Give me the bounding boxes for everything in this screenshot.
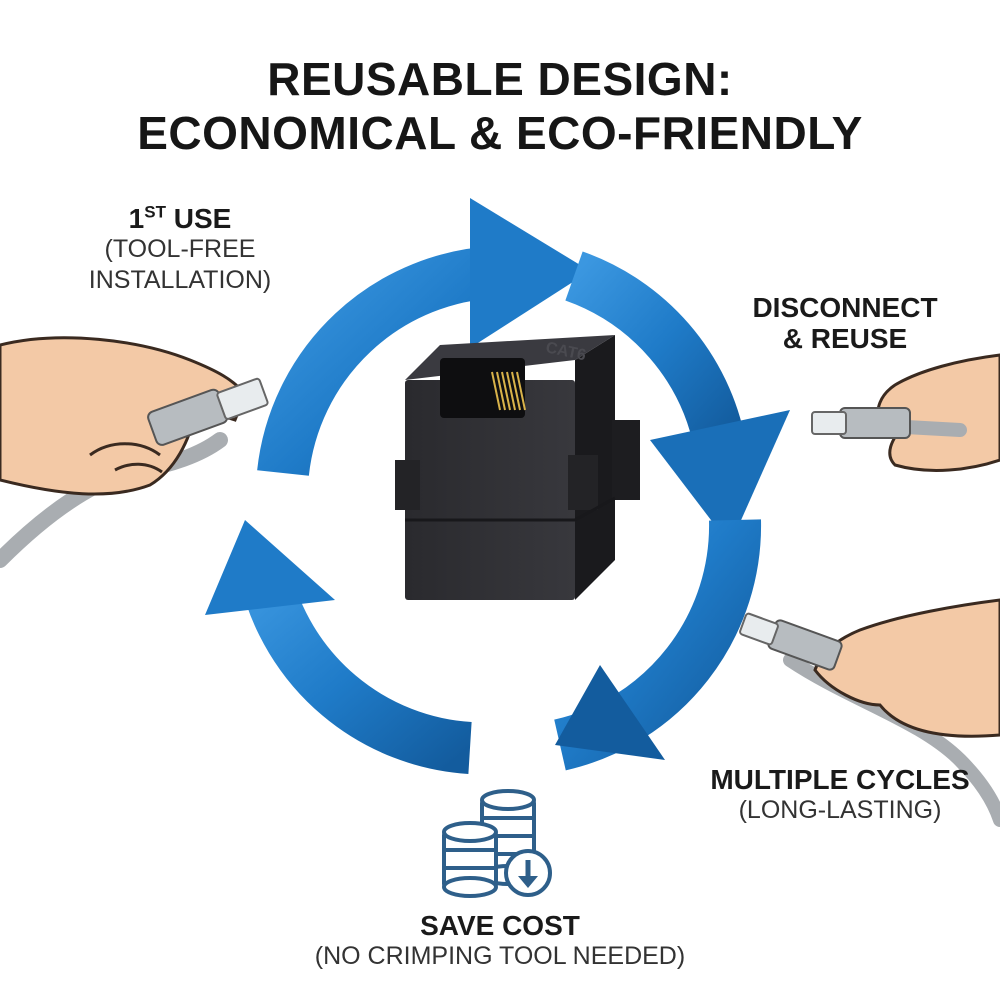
multiple-cycles-heading: MULTIPLE CYCLES — [710, 764, 970, 795]
rj45-plug-icon — [739, 612, 843, 671]
multiple-cycles-sub: (LONG-LASTING) — [738, 796, 942, 824]
first-use-sub-1: (TOOL-FREE — [104, 235, 256, 263]
first-use-heading: 1ST USE — [128, 202, 232, 234]
down-arrow-badge-icon — [504, 849, 552, 897]
save-cost-sub: (NO CRIMPING TOOL NEEDED) — [314, 942, 686, 970]
coin-stack-icon — [442, 789, 552, 898]
first-use-label: 1ST USE (TOOL-FREE INSTALLATION) — [20, 203, 340, 296]
save-cost-label: SAVE COST (NO CRIMPING TOOL NEEDED) — [250, 910, 750, 972]
title-line-1: REUSABLE DESIGN: — [267, 53, 733, 105]
cycle-arrow-top — [257, 198, 590, 477]
save-cost-heading: SAVE COST — [420, 910, 580, 941]
left-hand-icon — [0, 336, 269, 568]
cycle-arrows-icon — [205, 198, 790, 774]
cycle-arrow-bottom — [553, 519, 762, 771]
rj45-plug-icon — [147, 377, 269, 446]
cycle-arrow-left — [205, 520, 473, 774]
right-top-hand-icon — [811, 353, 1000, 472]
disconnect-line-1: DISCONNECT — [752, 292, 938, 323]
right-bottom-hand-icon — [739, 598, 1000, 827]
disconnect-label: DISCONNECT & REUSE — [700, 292, 990, 354]
title-line-2: ECONOMICAL & ECO-FRIENDLY — [137, 107, 863, 159]
disconnect-line-2: & REUSE — [782, 323, 908, 354]
gold-pins — [491, 371, 526, 411]
cycle-arrow-right — [564, 251, 790, 545]
rj45-coupler: CAT6 — [395, 335, 640, 600]
rj45-plug-icon — [811, 407, 911, 439]
first-use-sub-2: INSTALLATION) — [88, 266, 272, 294]
multiple-cycles-label: MULTIPLE CYCLES (LONG-LASTING) — [680, 764, 1000, 826]
